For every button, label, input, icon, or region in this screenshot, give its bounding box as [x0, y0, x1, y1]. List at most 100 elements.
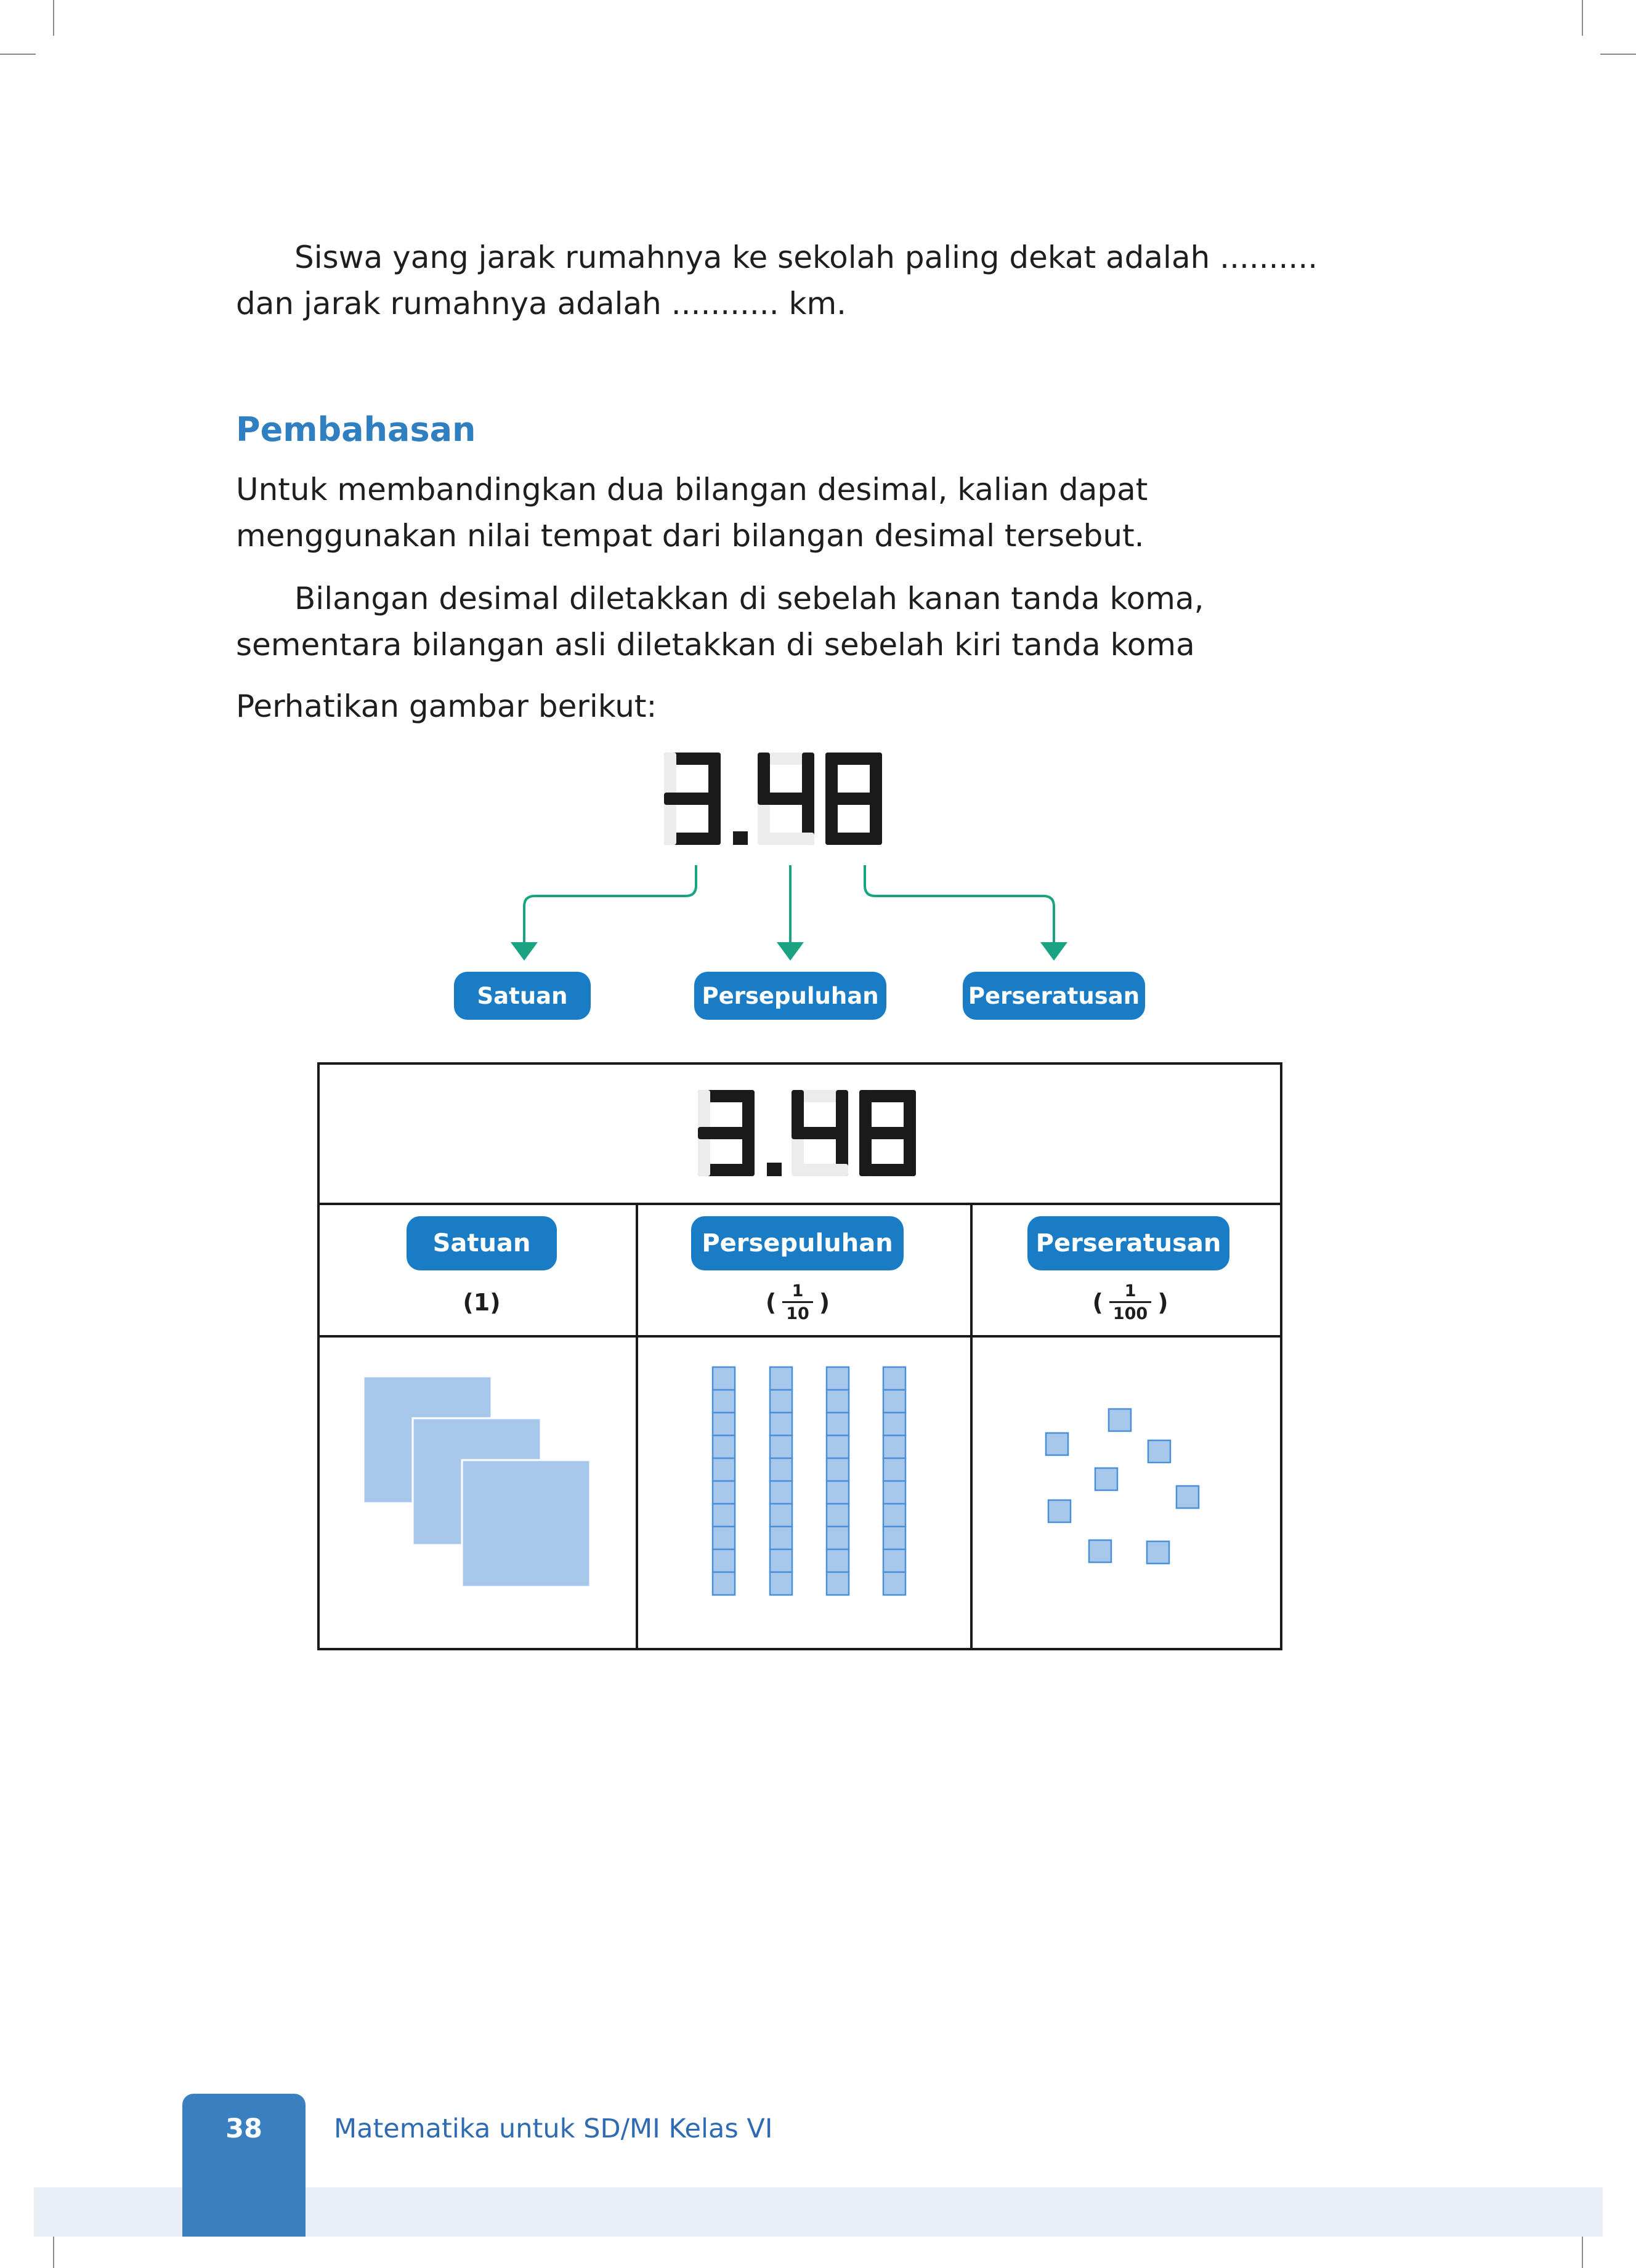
- digit-segment: [664, 833, 721, 845]
- hundredth-cube: [1045, 1432, 1069, 1456]
- digit-segment: [698, 1127, 755, 1139]
- value-perseratusan: ( 1 100 ): [1069, 1278, 1192, 1327]
- label-satuan: Satuan: [454, 972, 591, 1020]
- digit-segment: [792, 1164, 848, 1176]
- table-header-persepuluhan: Persepuluhan: [691, 1216, 904, 1270]
- digit-segment: [859, 1133, 872, 1176]
- digit-segment: [664, 799, 676, 845]
- rod-cell: [825, 1548, 850, 1573]
- rod-cell: [825, 1411, 850, 1437]
- value-persepuluhan: ( 1 10 ): [739, 1278, 856, 1327]
- paren-close: ): [819, 1289, 830, 1316]
- rod-cell: [711, 1480, 736, 1505]
- decimal-point: [733, 831, 748, 845]
- fraction-denominator: 100: [1109, 1301, 1152, 1324]
- hundredth-cube: [1047, 1499, 1072, 1523]
- fraction-numerator: 1: [1124, 1281, 1136, 1301]
- digit-segment: [825, 753, 882, 765]
- digit-segment: [664, 753, 676, 799]
- digit-segment: [904, 1090, 916, 1133]
- digit-display-top: [664, 753, 882, 845]
- fraction-tenth: 1 10: [782, 1281, 813, 1324]
- rod-cell: [711, 1571, 736, 1596]
- paren-open: (: [1092, 1289, 1103, 1316]
- rod-cell: [711, 1411, 736, 1437]
- rod-cell: [882, 1571, 907, 1596]
- rod-cell: [769, 1525, 793, 1551]
- rod-cell: [769, 1366, 793, 1391]
- arrow-head: [1040, 942, 1067, 961]
- digit-segment: [825, 793, 882, 805]
- rod-cell: [769, 1480, 793, 1505]
- digit-segment: [758, 753, 770, 799]
- digit-segment: [825, 753, 838, 799]
- rod-cell: [711, 1457, 736, 1482]
- tenth-rod: [882, 1366, 907, 1596]
- rod-cell: [769, 1389, 793, 1414]
- rod-cell: [769, 1457, 793, 1482]
- fraction-numerator: 1: [792, 1281, 804, 1301]
- arrow-head: [777, 942, 804, 961]
- label-persepuluhan: Persepuluhan: [694, 972, 886, 1020]
- section-heading: Pembahasan: [236, 410, 476, 449]
- rod-cell: [882, 1525, 907, 1551]
- rod-cell: [882, 1389, 907, 1414]
- digit-segment: [664, 793, 721, 805]
- rod-cell: [769, 1434, 793, 1459]
- paragraph-intro: Untuk membandingkan dua bilangan desimal…: [236, 472, 1148, 554]
- decimal-point: [767, 1163, 782, 1176]
- digit-segment: [825, 833, 882, 845]
- digit-segment: [698, 1133, 710, 1176]
- digit-segment: [758, 799, 770, 845]
- digit-segment: [758, 753, 814, 765]
- paragraph-question: Siswa yang jarak rumahnya ke sekolah pal…: [236, 240, 1318, 321]
- rod-cell: [825, 1571, 850, 1596]
- digit-segment: [708, 753, 721, 799]
- unit-blocks: [362, 1375, 591, 1588]
- rod-cell: [825, 1389, 850, 1414]
- fraction-hundredth: 1 100: [1109, 1281, 1152, 1324]
- rod-cell: [769, 1548, 793, 1573]
- digit-display-table: [698, 1090, 916, 1176]
- arrow-line: [864, 865, 1055, 942]
- digit-segment: [836, 1090, 848, 1133]
- arrow-head: [511, 942, 538, 961]
- paren-open: (: [765, 1289, 777, 1316]
- digit-segment: [792, 1133, 804, 1176]
- label-perseratusan: Perseratusan: [963, 972, 1145, 1020]
- hundredth-cubes: [1045, 1408, 1200, 1565]
- digit-segment: [859, 1090, 916, 1102]
- digit-segment: [859, 1090, 872, 1133]
- hundredth-cube: [1094, 1467, 1119, 1491]
- rod-cell: [825, 1457, 850, 1482]
- table-header-perseratusan: Perseratusan: [1027, 1216, 1229, 1270]
- rod-cell: [711, 1548, 736, 1573]
- crop-mark: [1582, 0, 1583, 36]
- rod-cell: [825, 1480, 850, 1505]
- rod-cell: [711, 1389, 736, 1414]
- rod-cell: [769, 1571, 793, 1596]
- rod-cell: [882, 1548, 907, 1573]
- digit-segment: [859, 1127, 916, 1139]
- value-satuan: (1): [463, 1289, 501, 1316]
- page-number: 38: [182, 2094, 306, 2237]
- rod-cell: [882, 1457, 907, 1482]
- arrow-line: [523, 865, 697, 942]
- paren-close: ): [1157, 1289, 1168, 1316]
- digit-segment: [698, 1090, 710, 1133]
- rod-cell: [711, 1434, 736, 1459]
- hundredth-cube: [1108, 1408, 1132, 1432]
- tenth-rod: [825, 1366, 850, 1596]
- rod-cell: [825, 1525, 850, 1551]
- rod-cell: [882, 1503, 907, 1528]
- rod-cell: [769, 1503, 793, 1528]
- unit-block: [461, 1459, 591, 1588]
- book-title: Matematika untuk SD/MI Kelas VI: [334, 2113, 773, 2144]
- digit-segment: [802, 753, 814, 799]
- crop-mark: [53, 0, 54, 36]
- rod-cell: [711, 1503, 736, 1528]
- rod-cell: [882, 1366, 907, 1391]
- fraction-denominator: 10: [782, 1301, 813, 1324]
- rod-cell: [882, 1434, 907, 1459]
- tenth-rods: [711, 1366, 907, 1596]
